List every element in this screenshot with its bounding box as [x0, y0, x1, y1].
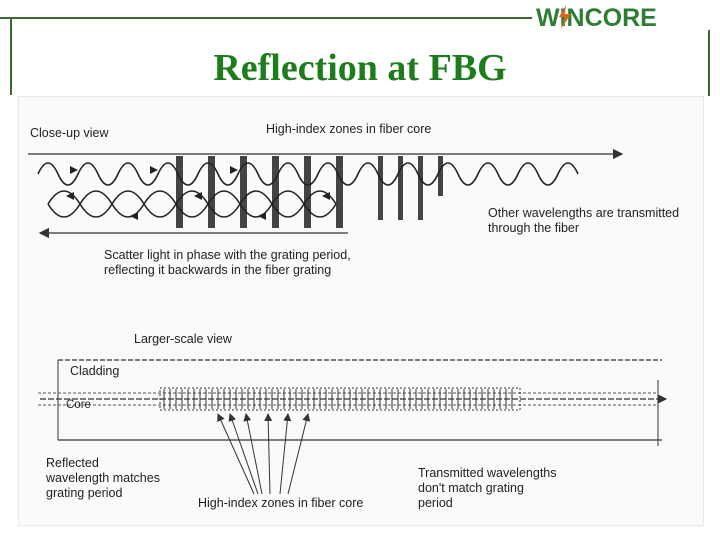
larger-zones-label: High-index zones in fiber core	[198, 496, 364, 510]
closeup-zones-label: High-index zones in fiber core	[266, 122, 432, 136]
lightning-bolt-icon	[559, 5, 571, 29]
grating-zone-ticks	[163, 389, 513, 409]
grating-zone	[176, 156, 183, 228]
grating-zone	[418, 156, 423, 220]
closeup-view-label: Close-up view	[30, 126, 109, 140]
grating-region	[159, 387, 521, 411]
cladding-label: Cladding	[70, 364, 120, 378]
wave-direction-arrows	[66, 166, 330, 220]
grating-zone	[438, 156, 443, 196]
grating-zone	[272, 156, 279, 228]
grating-zone	[378, 156, 383, 220]
logo: WINCORE	[536, 4, 657, 32]
logo-text: WINCORE	[536, 4, 657, 32]
reflected-wavelength-label: Reflected wavelength matches grating per…	[46, 456, 160, 500]
scatter-light-label: Scatter light in phase with the grating …	[104, 248, 351, 277]
reflected-wave-a	[47, 190, 337, 218]
transmitted-through-fiber-label: Other wavelengths are transmitted throug…	[488, 206, 680, 235]
zone-pointer-arrows	[217, 413, 311, 495]
grating-zone	[304, 156, 311, 228]
frame-right-line	[708, 30, 710, 96]
grating-zone	[398, 156, 403, 220]
larger-scale-view-label: Larger-scale view	[134, 332, 232, 346]
grating-zone	[240, 156, 247, 228]
grating-zone	[208, 156, 215, 228]
slide-title: Reflection at FBG	[213, 47, 507, 89]
transmitted-wavelengths-label: Transmitted wavelengths don't match grat…	[418, 466, 557, 510]
grating-zone	[336, 156, 343, 228]
reflected-wave-b	[47, 190, 337, 218]
core-label: Core	[66, 399, 91, 411]
transmitted-wave	[37, 162, 579, 186]
larger-grating-zones	[159, 387, 521, 411]
fbg-diagram: Close-up view High-index zones in fiber …	[17, 95, 705, 527]
diagram-canvas	[17, 95, 705, 527]
closeup-grating-zones	[176, 156, 443, 228]
frame-top-line	[0, 17, 532, 19]
frame-left-line	[10, 17, 12, 95]
